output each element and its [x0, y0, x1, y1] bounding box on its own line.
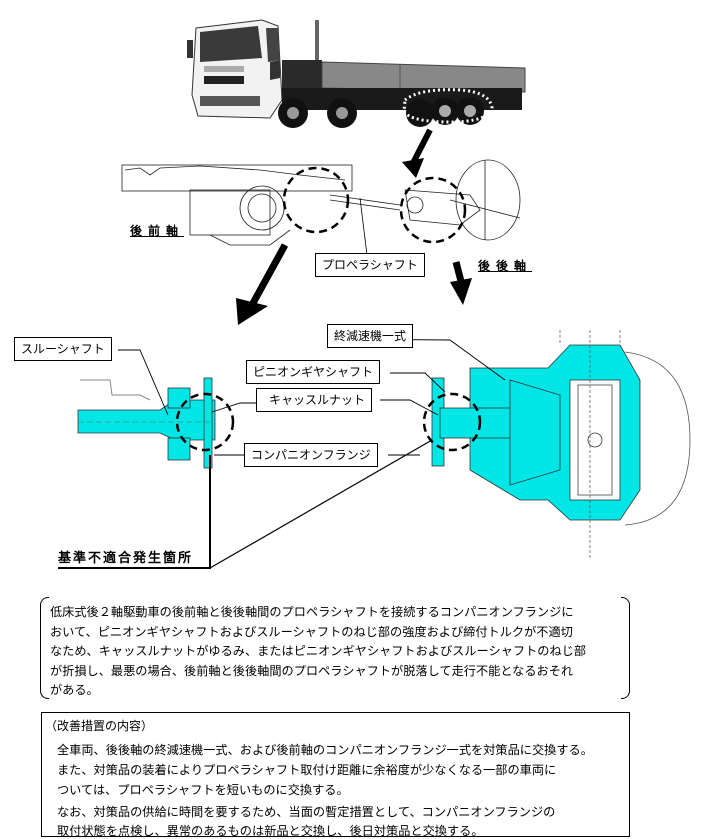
figure-illustration — [58, 19, 691, 569]
improvement-line: また、対策品の装着によりプロペラシャフト取付け距離に余裕度が少なくなる一部の車両… — [57, 763, 557, 777]
defect-description-box: 低床式後２軸駆動車の後前軸と後後軸間のプロペラシャフトを接続するコンパニオンフラ… — [40, 597, 630, 699]
description-line: なため、キャッスルナットがゆるみ、またはピニオンギヤシャフトおよびスルーシャフト… — [50, 644, 587, 658]
improvement-line: 全車両、後後軸の終減速機一式、および後前軸のコンパニオンフランジ一式を対策品に交… — [57, 743, 593, 757]
improvement-line: 取付状態を点検し、異常のあるものは新品と交換し、後日対策品と交換する。 — [57, 824, 484, 838]
description-line: おいて、ピニオンギヤシャフトおよびスルーシャフトのねじ部の強度および締付トルクが… — [50, 624, 573, 639]
propeller-shaft-label: プロペラシャフト — [315, 253, 425, 277]
axle-assembly-drawing — [121, 159, 521, 256]
companion-flange-label: コンパニオンフランジ — [244, 443, 378, 467]
description-line: が折損し、最悪の場合、後前軸と後後軸間のプロペラシャフトが脱落して走行不能となる… — [50, 663, 574, 678]
castle-nut-label: キャッスルナット — [256, 388, 373, 412]
rear-rear-axle-label: 後後軸 — [478, 259, 533, 273]
arrow-icon — [450, 261, 472, 305]
truck-illustration — [187, 19, 526, 128]
through-shaft-drawing — [77, 377, 235, 469]
pinion-gear-shaft-label: ピニオンギヤシャフト — [246, 360, 381, 384]
improvement-line: なお、対策品の供給に時間を要するため、当面の暫定措置として、コンパニオンフランジ… — [57, 805, 556, 819]
description-line: 低床式後２軸駆動車の後前軸と後後軸間のプロペラシャフトを接続するコンパニオンフラ… — [50, 605, 574, 619]
through-shaft-label: スルーシャフト — [14, 337, 112, 361]
final-reduction-drawing — [422, 330, 691, 560]
arrow-icon — [402, 128, 433, 178]
final-reduction-assembly-label: 終減速機一式 — [327, 324, 414, 348]
improvement-measures-box: （改善措置の内容） 全車両、後後軸の終減速機一式、および後前軸のコンパニオンフラ… — [41, 712, 630, 838]
defect-description-text: 低床式後２軸駆動車の後前軸と後後軸間のプロペラシャフトを接続するコンパニオンフラ… — [50, 603, 622, 701]
arrow-icon — [236, 243, 289, 325]
improvement-line: ついては、プロペラシャフトを短いものに交換する。 — [57, 783, 349, 797]
defect-location-label: 基準不適合発生箇所 — [58, 551, 194, 566]
leader-lines — [58, 338, 506, 569]
improvement-title: （改善措置の内容） — [45, 719, 154, 733]
rear-front-axle-label: 後前軸 — [130, 224, 185, 238]
description-line: がある。 — [50, 683, 99, 697]
